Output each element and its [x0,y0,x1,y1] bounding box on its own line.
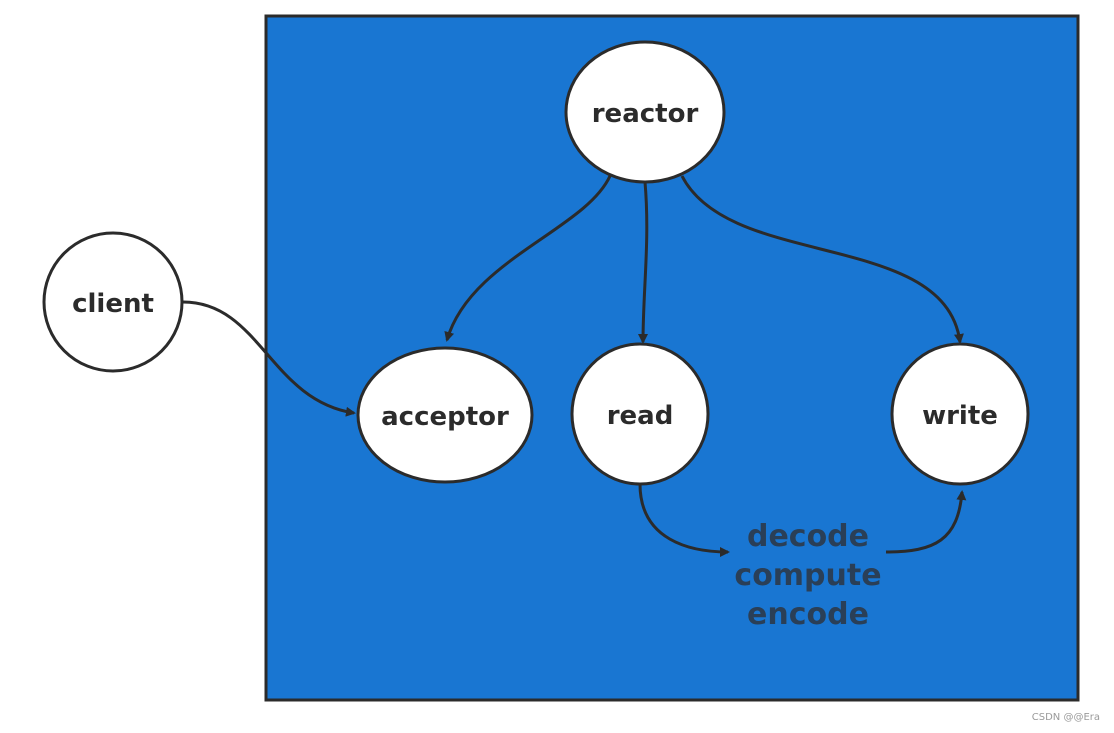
edge-process-write [885,490,967,554]
node-write-label: write [922,401,998,431]
edge-read-process [638,483,730,557]
node-acceptor: acceptor [356,346,534,484]
node-reactor: reactor [564,40,726,184]
edge-reactor-acceptor [444,175,612,342]
edge-reactor-write [680,175,964,344]
process-step-decode: decode [747,519,869,554]
node-acceptor-label: acceptor [381,402,509,432]
node-client: client [42,231,184,373]
node-client-label: client [72,289,154,319]
watermark: CSDN @@Era [1031,712,1100,723]
node-write: write [890,342,1030,486]
node-reactor-label: reactor [592,99,699,129]
node-read-label: read [607,401,674,431]
process-step-compute: compute [734,558,881,593]
process-step-encode: encode [747,597,869,632]
process-steps: decode compute encode [734,519,881,632]
edge-reactor-read [638,181,649,344]
node-read: read [570,342,710,486]
edge-client-acceptor [182,300,356,417]
